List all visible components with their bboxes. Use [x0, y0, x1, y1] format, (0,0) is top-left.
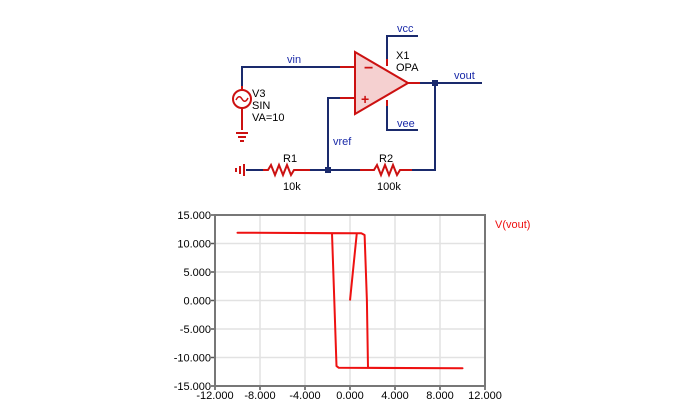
y-tick-label: 5.000: [183, 267, 211, 279]
r1-value: 10k: [283, 181, 301, 193]
resistor-r1[interactable]: [263, 162, 310, 178]
opamp-x1[interactable]: − +: [340, 50, 420, 116]
y-tick-label: -15.000: [174, 381, 211, 393]
wires: [241, 35, 482, 171]
source-ref: V3: [252, 88, 265, 100]
sine-source-icon[interactable]: [232, 86, 252, 130]
opamp-plus-label: +: [361, 91, 369, 107]
schematic: − + X1 OPA V3 SIN VA=10 R1 10k R2 100k v…: [232, 23, 482, 193]
resistor-r2[interactable]: [360, 162, 412, 178]
junction-vref: [325, 167, 331, 173]
x-tick-label: 0.000: [336, 390, 364, 402]
legend-vout: V(vout): [495, 219, 530, 231]
r2-ref: R2: [379, 153, 393, 165]
net-label-vref: vref: [333, 136, 352, 148]
y-tick-label: 10.000: [177, 239, 211, 251]
y-tick-label: 15.000: [177, 210, 211, 222]
junction-vout: [432, 80, 438, 86]
net-label-vin: vin: [287, 54, 301, 66]
net-label-vcc: vcc: [397, 23, 414, 35]
opamp-minus-label: −: [364, 60, 373, 77]
opamp-ref: X1: [396, 50, 409, 62]
r2-value: 100k: [377, 181, 401, 193]
series-group: [236, 231, 464, 370]
x-tick-label: 12.000: [468, 390, 502, 402]
series-line-vout: [236, 231, 464, 370]
x-tick-label: -12.000: [196, 390, 233, 402]
net-label-vout: vout: [454, 70, 475, 82]
y-tick-label: 0.000: [183, 296, 211, 308]
wire-vin: [241, 66, 340, 86]
wire-vcc: [386, 35, 418, 59]
net-label-vee: vee: [397, 118, 415, 130]
tick-labels: -12.000 -8.000 -4.000 0.000 4.000 8.000 12.000…: [174, 210, 502, 402]
plot-frame: [214, 214, 486, 387]
source-param: VA=10: [252, 112, 285, 124]
y-tick-label: -5.000: [180, 324, 211, 336]
x-tick-label: 4.000: [381, 390, 409, 402]
y-tick-label: -10.000: [174, 353, 211, 365]
source-type: SIN: [252, 100, 270, 112]
wire-feedback: [412, 83, 436, 171]
r1-ref: R1: [283, 153, 297, 165]
wire-vref: [327, 97, 340, 170]
x-tick-label: -8.000: [244, 390, 275, 402]
ground-icon: [236, 132, 248, 142]
wire-vee: [386, 106, 418, 131]
opamp-model: OPA: [396, 62, 419, 74]
ground-r1-icon: [235, 164, 245, 176]
grid: [211, 214, 486, 390]
x-tick-label: 8.000: [426, 390, 454, 402]
x-tick-label: -4.000: [289, 390, 320, 402]
